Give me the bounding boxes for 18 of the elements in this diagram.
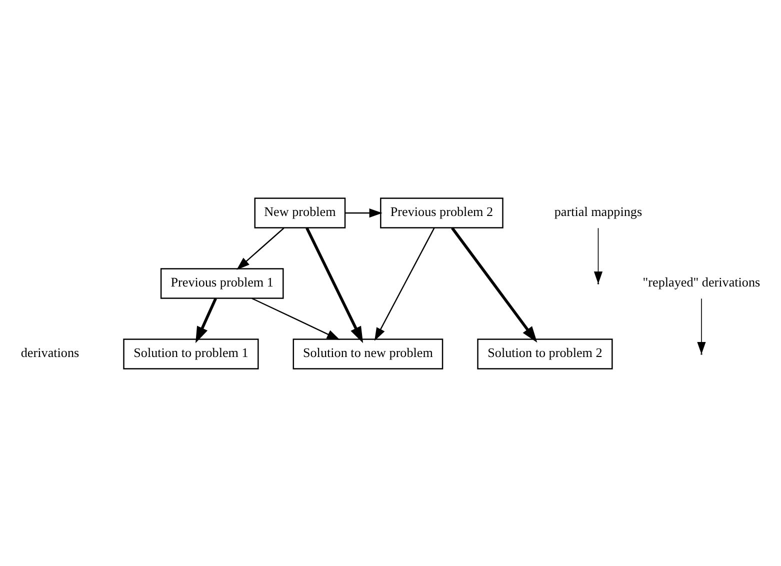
arrow <box>345 208 382 218</box>
node-box: Previous problem 1 <box>160 268 284 298</box>
arrow <box>196 297 217 343</box>
node-box: Solution to problem 2 <box>477 338 613 369</box>
label: derivations <box>20 344 80 360</box>
arrow <box>451 226 538 342</box>
node-box: Solution to new problem <box>292 338 444 369</box>
arrow <box>236 227 284 270</box>
node-box: New problem <box>254 197 346 228</box>
node-box: Solution to problem 1 <box>123 338 259 369</box>
arrow <box>306 226 364 343</box>
node-box: Previous problem 2 <box>380 197 504 228</box>
node-text: "replayed" derivations <box>642 274 760 290</box>
arrow <box>374 227 435 340</box>
arrow <box>252 297 340 340</box>
node-text: partial mappings <box>554 204 642 219</box>
arrow <box>697 298 706 354</box>
arrow <box>594 227 603 284</box>
